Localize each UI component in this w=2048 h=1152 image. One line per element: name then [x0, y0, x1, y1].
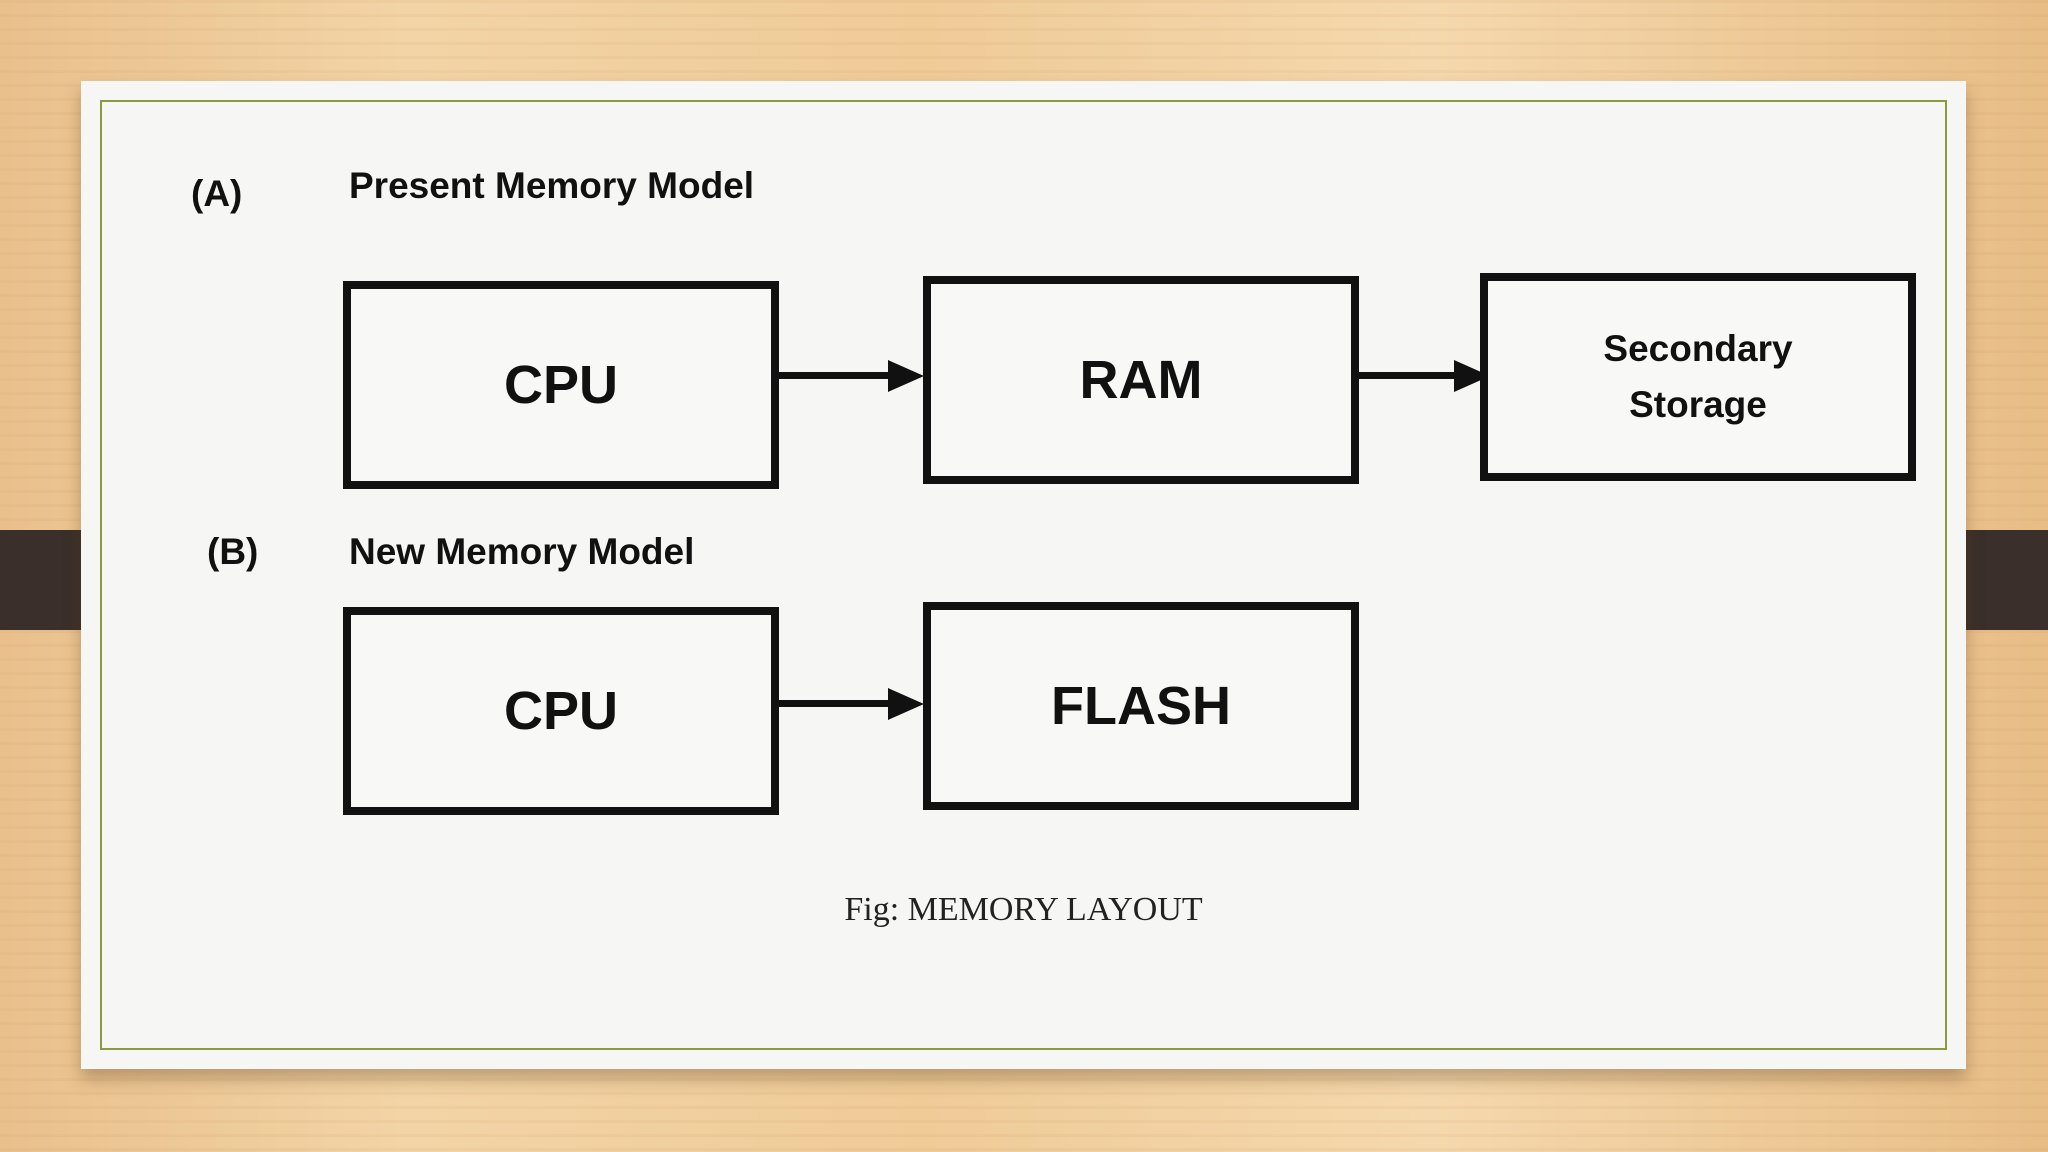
slide-paper: (A) Present Memory Model CPU RAM Seconda…: [81, 81, 1966, 1069]
node-a-cpu-label: CPU: [503, 355, 618, 415]
section-b-tag: (B): [207, 531, 259, 572]
node-b-cpu: CPU: [343, 607, 779, 815]
section-b-title: New Memory Model: [349, 531, 695, 572]
node-b-flash-label: FLASH: [1051, 676, 1231, 736]
node-b-flash: FLASH: [923, 602, 1359, 810]
node-a-cpu: CPU: [343, 281, 779, 489]
arrow-a-cpu-to-ram: [778, 360, 924, 392]
section-a-tag: (A): [191, 173, 243, 214]
node-a-secondary-storage-label: Secondary Storage: [1603, 328, 1793, 425]
arrow-b-cpu-to-flash: [778, 688, 924, 720]
figure-caption: Fig: MEMORY LAYOUT: [844, 891, 1203, 928]
node-b-cpu-label: CPU: [503, 681, 618, 741]
arrow-a-ram-to-storage: [1359, 360, 1490, 392]
node-a-ram-label: RAM: [1079, 350, 1203, 410]
slide-frame: [100, 100, 1947, 1050]
section-a-title: Present Memory Model: [349, 165, 755, 206]
node-a-ram: RAM: [923, 276, 1359, 484]
node-a-secondary-storage: Secondary Storage: [1480, 273, 1916, 481]
